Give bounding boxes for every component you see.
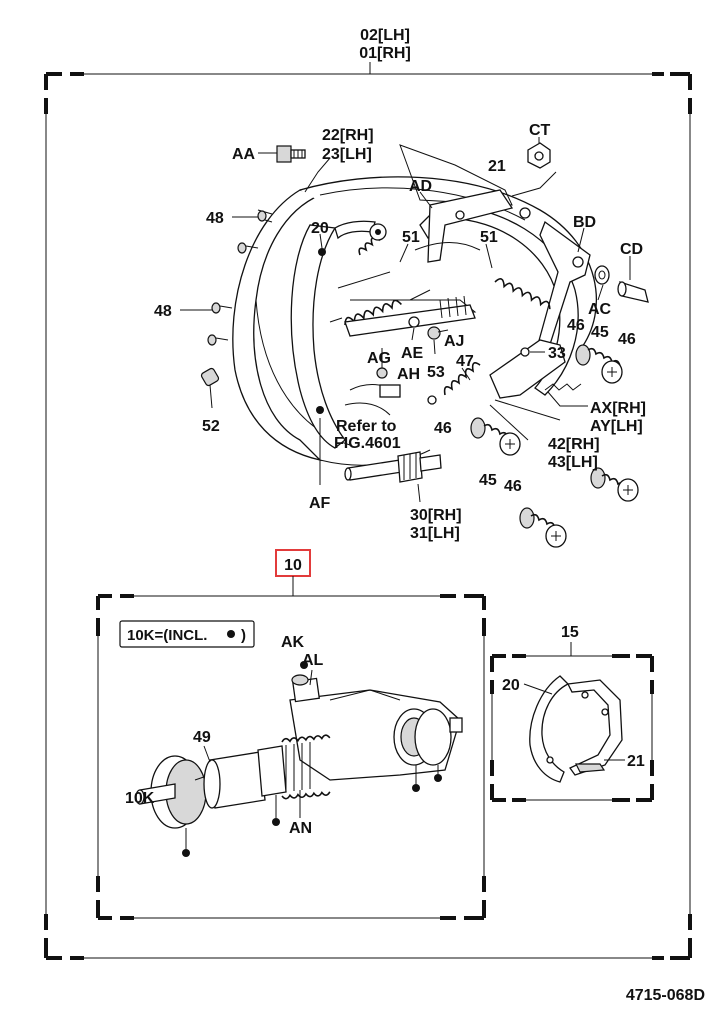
label-46-d: 46 [504, 478, 522, 495]
pin-group-bottom [519, 507, 567, 548]
cable-spring [544, 383, 582, 391]
label-ct: CT [529, 122, 551, 139]
label-ag: AG [367, 350, 391, 367]
incl-dot [227, 630, 235, 638]
label-fig-4601: FIG.4601 [334, 435, 401, 452]
label-01-rh: 01[RH] [359, 45, 411, 62]
inclusion-dots [182, 661, 442, 857]
label-48-b: 48 [154, 303, 172, 320]
cable-bracket [489, 339, 566, 421]
studs [207, 209, 273, 346]
label-46-b: 46 [618, 331, 636, 348]
label-ax-rh: AX[RH] [590, 400, 646, 417]
label-45-b: 45 [479, 472, 497, 489]
bolt-cd [594, 265, 649, 303]
label-45-a: 45 [591, 324, 609, 341]
label-ae: AE [401, 345, 424, 362]
diagram-code: 4715-068D [626, 987, 705, 1004]
label-23-lh: 23[LH] [322, 146, 372, 163]
backing-details [344, 223, 441, 416]
label-ac: AC [588, 301, 612, 318]
label-53: 53 [427, 364, 445, 381]
label-af: AF [309, 495, 331, 512]
label-10k: 10K [125, 790, 155, 807]
wheel-cylinder [289, 674, 463, 781]
callout-10-box [275, 549, 311, 577]
label-43-lh: 43[LH] [548, 454, 598, 471]
label-30-rh: 30[RH] [410, 507, 462, 524]
label-ah: AH [397, 366, 420, 383]
pin-group-far-right [590, 467, 639, 502]
label-46-a: 46 [567, 317, 585, 334]
outer-assembly-frame [44, 62, 692, 960]
label-33: 33 [548, 345, 566, 362]
brake-shoe-set [529, 675, 623, 783]
label-48-a: 48 [206, 210, 224, 227]
plug-52 [200, 367, 220, 387]
label-47: 47 [456, 353, 474, 370]
nut-ct [527, 142, 551, 169]
incl-note-close: ) [241, 627, 246, 644]
adjusting-screw [344, 451, 442, 483]
label-49: 49 [193, 729, 211, 746]
label-ay-lh: AY[LH] [590, 418, 643, 435]
incl-note-text: 10K=(INCL. [127, 627, 207, 644]
label-51-a: 51 [402, 229, 420, 246]
wheel-cylinder-frame [96, 594, 486, 920]
label-refer-to: Refer to [336, 418, 397, 435]
label-20-top: 20 [311, 220, 329, 237]
piston-assembly [135, 734, 331, 829]
label-02-lh: 02[LH] [360, 27, 410, 44]
label-aa: AA [232, 146, 256, 163]
label-42-rh: 42[RH] [548, 436, 600, 453]
shoe-frame [490, 654, 654, 802]
label-31-lh: 31[LH] [410, 525, 460, 542]
label-21-top: 21 [488, 158, 506, 175]
label-20-box: 20 [502, 677, 520, 694]
label-al: AL [302, 652, 324, 669]
label-52: 52 [202, 418, 220, 435]
label-bd: BD [573, 214, 596, 231]
adjuster-lever [427, 189, 531, 263]
label-46-c: 46 [434, 420, 452, 437]
label-22-rh: 22[RH] [322, 127, 374, 144]
bolt-aa [276, 145, 306, 163]
pin-group-right [575, 344, 623, 384]
incl-note-box [119, 620, 255, 648]
leader-lines [180, 137, 631, 503]
label-15: 15 [561, 624, 579, 641]
label-21-box: 21 [627, 753, 645, 770]
label-cd: CD [620, 241, 643, 258]
label-10: 10 [284, 557, 302, 574]
label-ad: AD [409, 178, 432, 195]
pin-group-lower [470, 417, 521, 456]
label-an: AN [289, 820, 312, 837]
label-ak: AK [281, 634, 305, 651]
label-51-b: 51 [480, 229, 498, 246]
label-aj: AJ [444, 333, 464, 350]
